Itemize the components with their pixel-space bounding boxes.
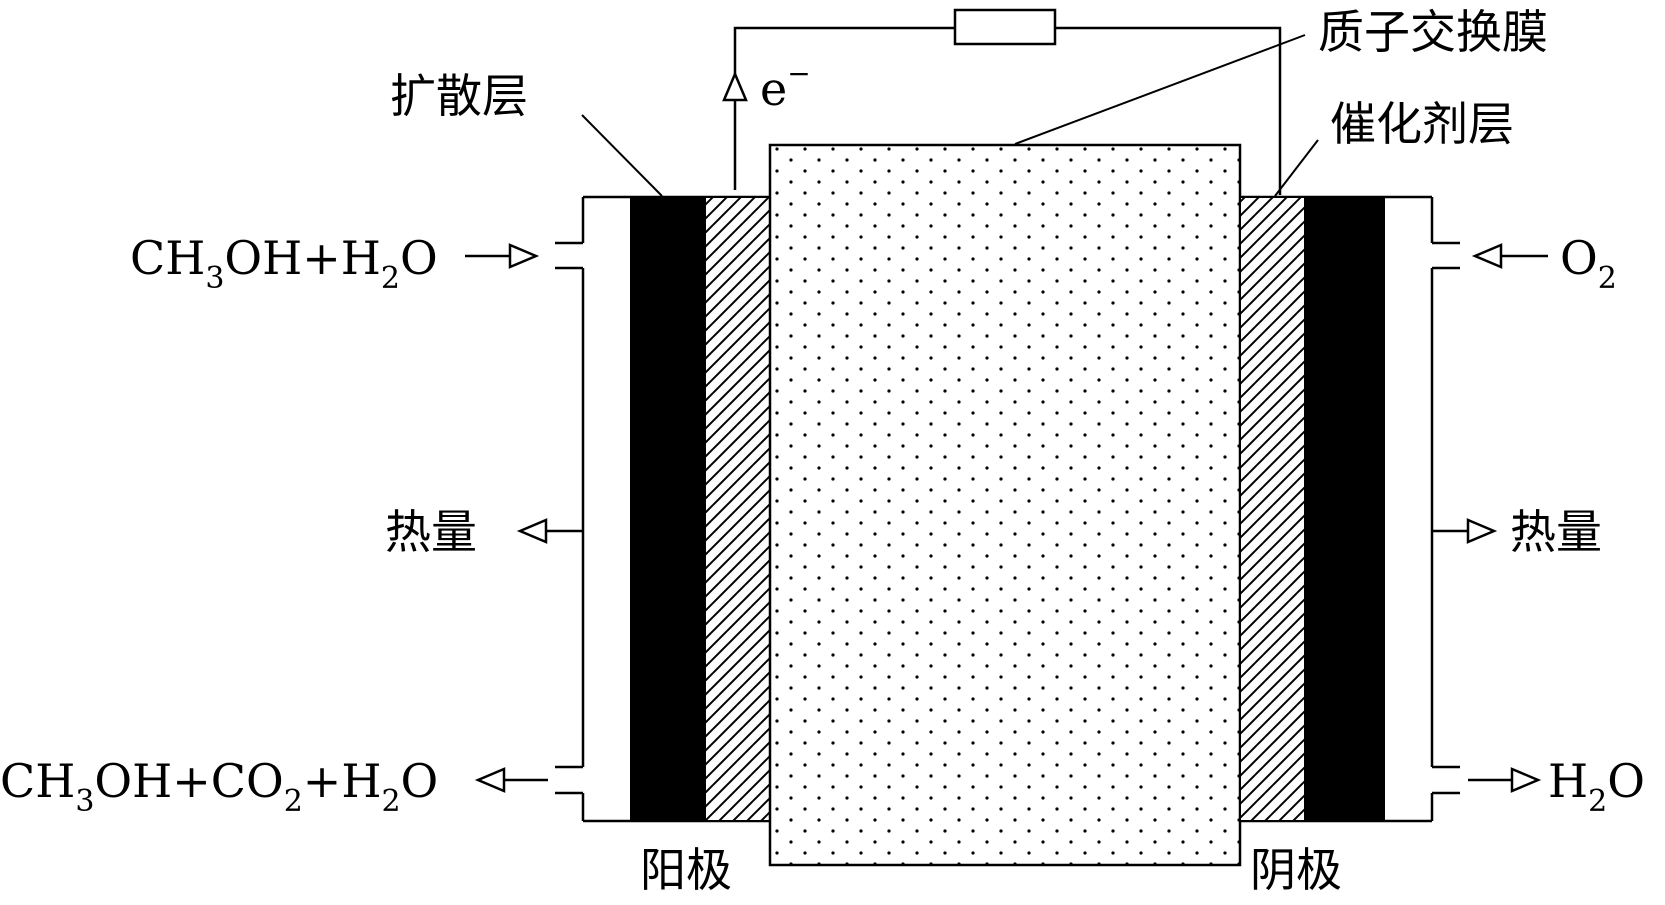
cathode-outlet-arrow-icon [1510, 767, 1542, 793]
electron-flow-arrow-icon [722, 70, 748, 102]
heat-left-arrow-icon [516, 518, 548, 544]
anode-outlet-arrow-icon [474, 767, 506, 793]
electron-label: e− [760, 57, 811, 116]
catalyst-layer-label: 催化剂层 [1330, 97, 1514, 151]
anode-inlet-arrow-icon [508, 243, 540, 269]
cathode-inlet-stream: O2 [1560, 231, 1617, 296]
cathode-outlet-stream: H2O [1548, 754, 1645, 819]
resistor [953, 8, 1057, 46]
membrane-label: 质子交换膜 [1318, 5, 1548, 59]
catalyst-layer-leader [1274, 139, 1319, 197]
cathode-catalyst-layer [1239, 196, 1306, 822]
anode-catalyst-layer [704, 196, 771, 822]
cathode-diffusion-layer [1305, 197, 1385, 821]
diffusion-layer-leader [581, 114, 663, 197]
diffusion-layer-label: 扩散层 [390, 69, 528, 123]
anode-inlet-stream: CH3OH+H2O [130, 231, 438, 296]
proton-exchange-membrane [768, 143, 1242, 867]
cathode-inlet-arrow-icon [1471, 243, 1503, 269]
anode-diffusion-layer [630, 197, 705, 821]
anode-label: 阳极 [640, 843, 732, 897]
anode-outlet-stream: CH3OH+CO2+H2O [0, 754, 438, 819]
cathode-label: 阴极 [1250, 843, 1342, 897]
membrane-leader [1014, 34, 1306, 145]
heat-right-arrow-icon [1466, 518, 1498, 544]
heat-left-label: 热量 [385, 505, 477, 559]
heat-right-label: 热量 [1510, 505, 1602, 559]
